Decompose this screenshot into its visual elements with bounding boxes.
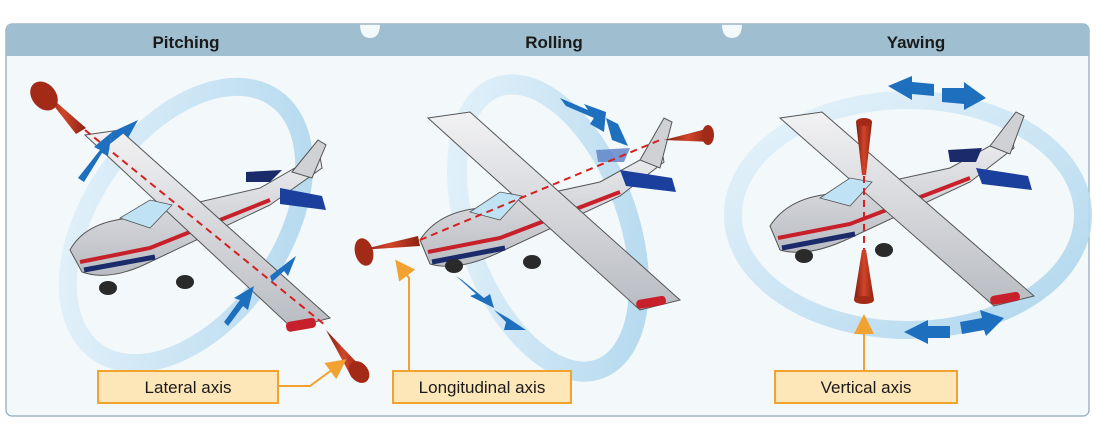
longitudinal-axis-label-box [392,370,572,404]
lateral-axis-label: Lateral axis [145,378,232,397]
title-rolling: Rolling [525,33,583,52]
vertical-axis-label: Vertical axis [821,378,912,397]
aircraft-yaw [769,111,1036,307]
header-band [6,24,1089,56]
lateral-axis-label-box [97,370,279,404]
vertical-axis-cone-top [856,122,872,175]
longitudinal-axis-line [419,139,661,241]
roll-motion-arrows [456,98,628,330]
longitudinal-axis-label: Longitudinal axis [419,378,546,397]
yawing-illustration [724,76,1092,344]
title-yawing: Yawing [887,33,946,52]
vertical-axis-label-box [774,370,958,404]
longitudinal-axis-cone-tail [664,128,712,142]
aircraft-roll [419,111,682,311]
vertical-axis-cone-bottom [854,250,874,300]
pitching-illustration [30,77,370,383]
longitudinal-axis-callout-arrow [395,259,416,372]
lateral-axis-line [84,129,326,326]
pitch-motion-arrows [78,120,296,326]
title-pitching: Pitching [152,33,219,52]
rolling-illustration [354,74,714,382]
yaw-motion-arrows [888,76,1004,344]
lateral-axis-callout-arrow [278,359,347,387]
longitudinal-axis-cone-nose [360,236,420,250]
